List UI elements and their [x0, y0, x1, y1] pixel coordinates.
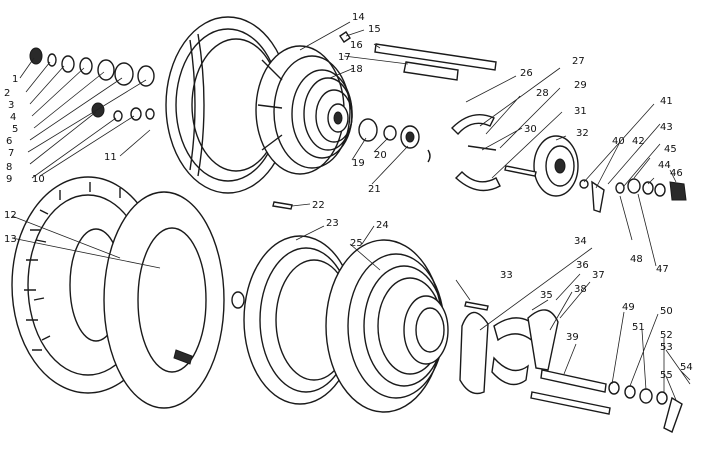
upper-left-small-parts [29, 47, 155, 122]
callout-label-49: 49 [622, 302, 635, 313]
callout-label-48: 48 [630, 254, 643, 265]
front-brake-lever-parts [579, 178, 687, 213]
callout-label-38: 38 [574, 284, 587, 295]
leader-lines [11, 21, 691, 401]
callout-label-4: 4 [10, 112, 16, 123]
callout-label-54: 54 [680, 362, 693, 373]
callout-label-1: 1 [12, 74, 18, 85]
callout-label-19: 19 [352, 158, 365, 169]
callout-label-3: 3 [8, 100, 14, 111]
callout-label-14: 14 [352, 12, 365, 23]
callout-label-6: 6 [6, 136, 12, 147]
callout-label-29: 29 [574, 80, 587, 91]
inner-tube [103, 191, 225, 409]
callout-label-9: 9 [6, 174, 12, 185]
callout-label-23: 23 [326, 218, 339, 229]
callout-label-21: 21 [368, 184, 381, 195]
callout-label-18: 18 [350, 64, 363, 75]
callout-label-13: 13 [4, 234, 17, 245]
callout-label-17: 17 [338, 52, 351, 63]
front-bearings [272, 118, 420, 210]
callout-label-36: 36 [576, 260, 589, 271]
callout-label-33: 33 [500, 270, 513, 281]
callout-label-40: 40 [612, 136, 625, 147]
callout-label-27: 27 [572, 56, 585, 67]
callout-label-8: 8 [6, 162, 12, 173]
callout-label-2: 2 [4, 88, 10, 99]
callout-label-39: 39 [566, 332, 579, 343]
callout-label-35: 35 [540, 290, 553, 301]
callout-label-30: 30 [524, 124, 537, 135]
callout-label-20: 20 [374, 150, 387, 161]
front-brake-backing-plate [504, 135, 579, 197]
callout-label-24: 24 [376, 220, 389, 231]
callout-label-41: 41 [660, 96, 673, 107]
rear-brake-spindles [530, 369, 683, 433]
callout-label-32: 32 [576, 128, 589, 139]
front-brake-shoes [427, 114, 501, 192]
callout-label-44: 44 [658, 160, 671, 171]
callout-label-12: 12 [4, 210, 17, 221]
callout-label-52: 52 [660, 330, 673, 341]
callout-label-11: 11 [104, 152, 117, 163]
callout-label-26: 26 [520, 68, 533, 79]
callout-label-28: 28 [536, 88, 549, 99]
callout-label-25: 25 [350, 238, 363, 249]
callout-label-50: 50 [660, 306, 673, 317]
callout-label-22: 22 [312, 200, 325, 211]
callout-label-16: 16 [350, 40, 363, 51]
axle-spindle [339, 31, 497, 81]
callout-label-42: 42 [632, 136, 645, 147]
callout-label-15: 15 [368, 24, 381, 35]
callout-label-51: 51 [632, 322, 645, 333]
rear-wheel-hub-drum [325, 239, 449, 413]
callout-label-46: 46 [670, 168, 683, 179]
callout-label-37: 37 [592, 270, 605, 281]
callout-label-55: 55 [660, 370, 673, 381]
callout-label-45: 45 [664, 144, 677, 155]
callout-label-10: 10 [32, 174, 45, 185]
callout-label-47: 47 [656, 264, 669, 275]
callout-label-34: 34 [574, 236, 587, 247]
callout-label-53: 53 [660, 342, 673, 353]
rear-brake-shoes [459, 301, 559, 395]
callout-label-7: 7 [8, 148, 14, 159]
front-wheel-hub-drum [255, 45, 353, 175]
callout-label-31: 31 [574, 106, 587, 117]
callout-label-5: 5 [12, 124, 18, 135]
callout-label-43: 43 [660, 122, 673, 133]
